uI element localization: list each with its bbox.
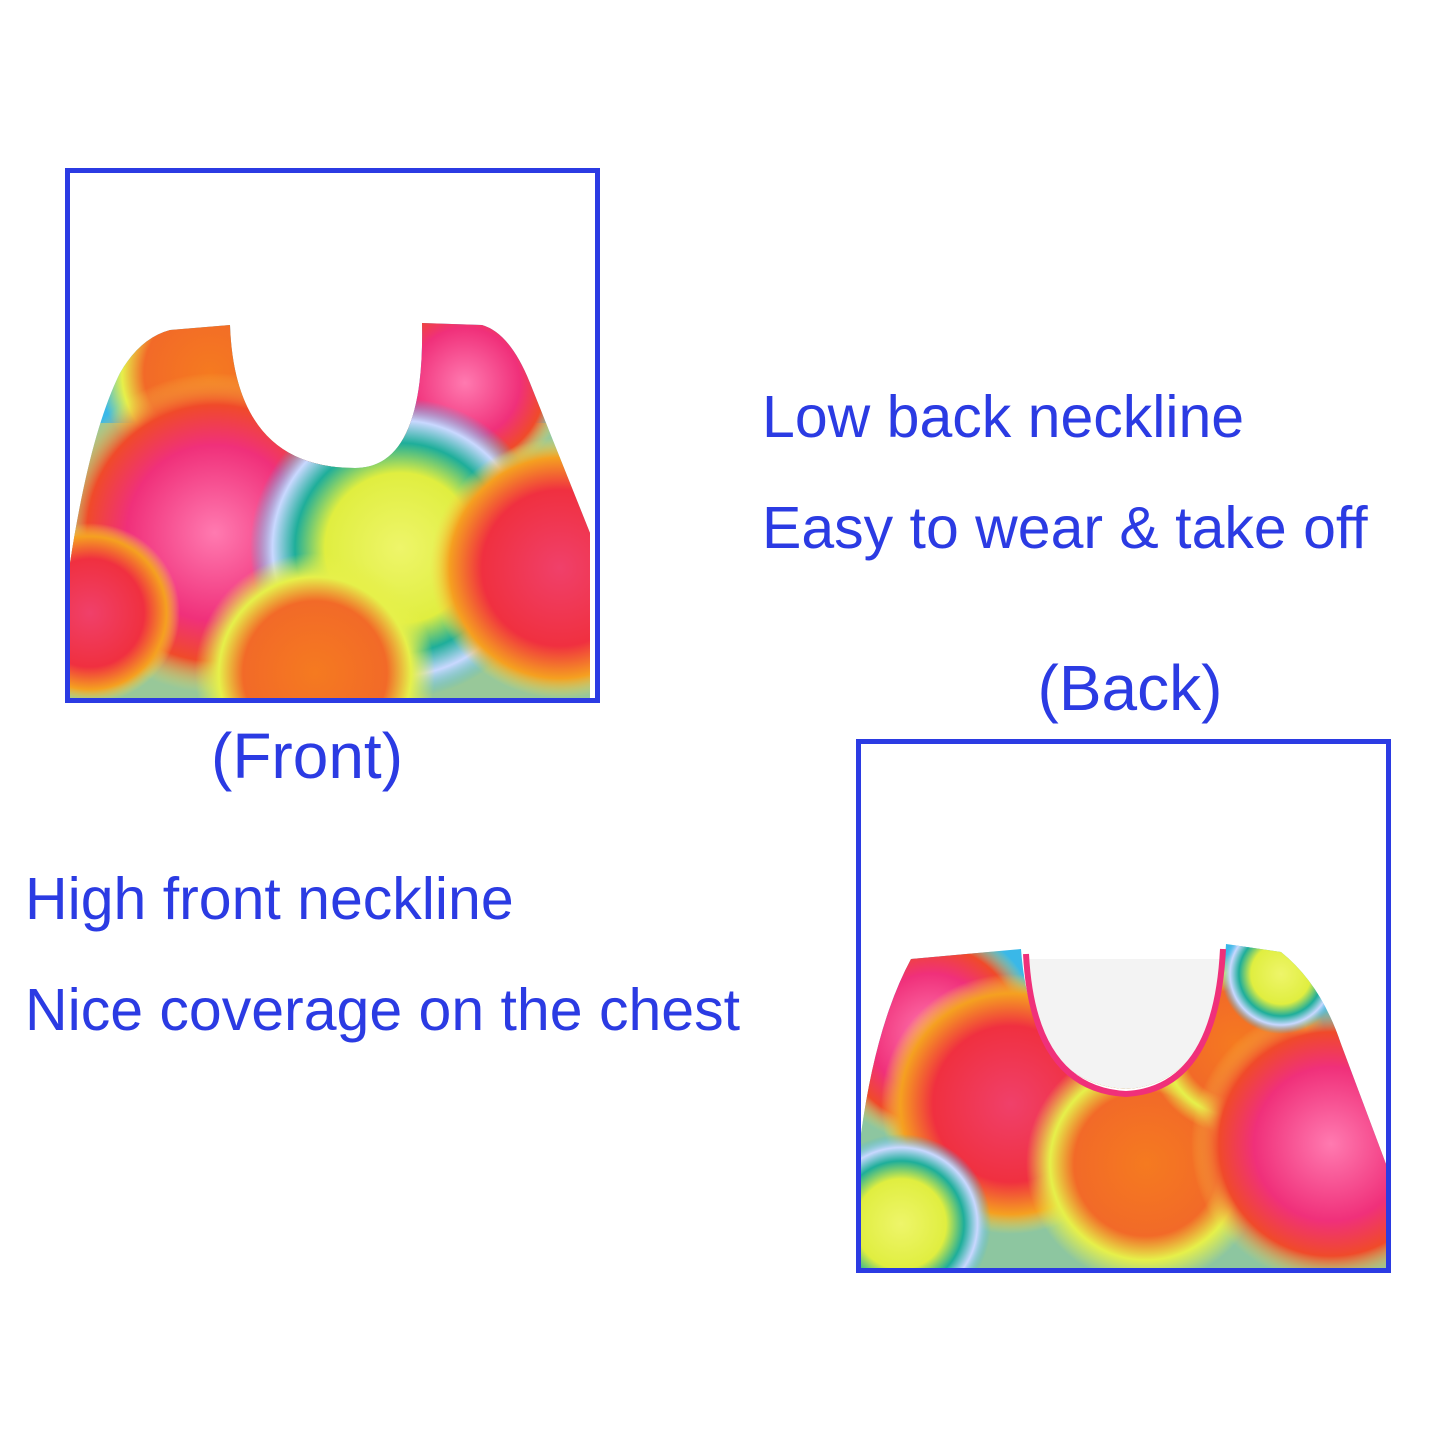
back-garment-image (861, 944, 1386, 1268)
back-caption: (Back) (1037, 652, 1223, 724)
back-view-frame (856, 739, 1391, 1273)
front-neckline-title: High front neckline (25, 866, 514, 932)
front-garment-image (70, 323, 590, 698)
front-view-frame (65, 168, 600, 703)
front-neckline-subtitle: Nice coverage on the chest (25, 977, 740, 1043)
back-neckline-subtitle: Easy to wear & take off (762, 495, 1368, 561)
front-caption: (Front) (211, 720, 403, 792)
back-neckline-title: Low back neckline (762, 384, 1245, 450)
